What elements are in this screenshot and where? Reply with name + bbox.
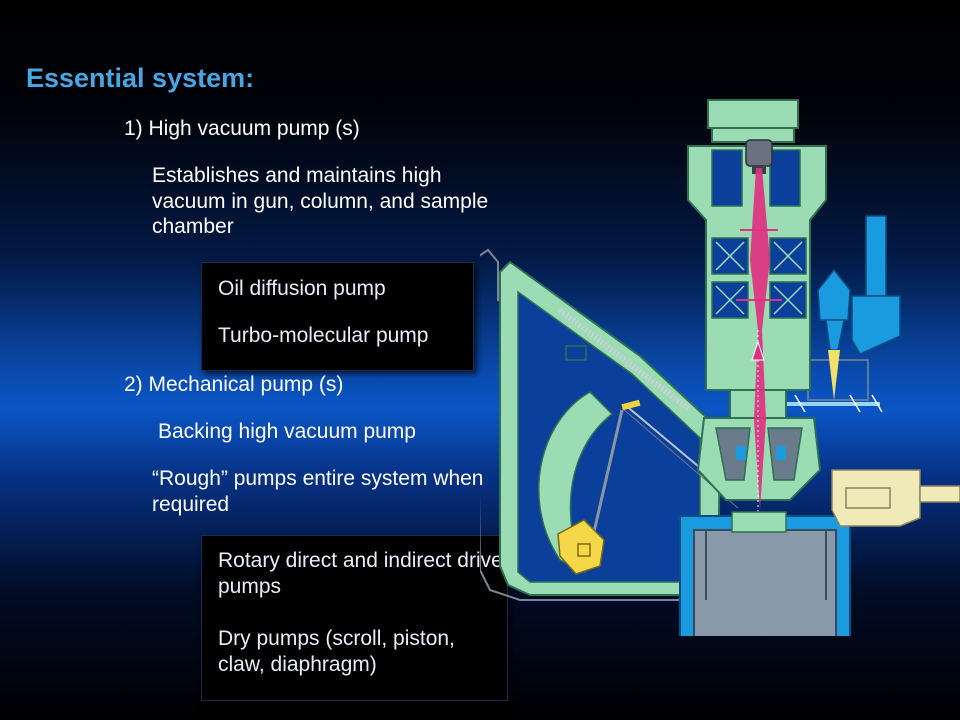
sem-column-diagram [480, 99, 960, 636]
example-turbo-molecular: Turbo-molecular pump [218, 324, 429, 347]
example-dry-pumps: Dry pumps (scroll, piston, claw, diaphra… [218, 627, 455, 676]
item2-description-backing: Backing high vacuum pump [158, 420, 416, 443]
item2-description-rough: “Rough” pumps entire system when require… [152, 467, 484, 516]
slide-title: Essential system: [26, 63, 255, 93]
electron-column [687, 99, 827, 520]
high-vacuum-examples-box: Oil diffusion pump Turbo-molecular pump [201, 262, 474, 371]
mechanical-examples-box: Rotary direct and indirect drive pumps D… [201, 535, 508, 701]
side-detector [831, 469, 960, 527]
specimen-stage [679, 511, 851, 636]
item1-heading: 1) High vacuum pump (s) [124, 117, 360, 140]
example-rotary: Rotary direct and indirect drive pumps [218, 549, 503, 598]
example-oil-diffusion: Oil diffusion pump [218, 277, 386, 300]
item1-description: Establishes and maintains high vacuum in… [152, 164, 489, 239]
item2-heading: 2) Mechanical pump (s) [124, 373, 344, 396]
side-optics [776, 215, 901, 413]
